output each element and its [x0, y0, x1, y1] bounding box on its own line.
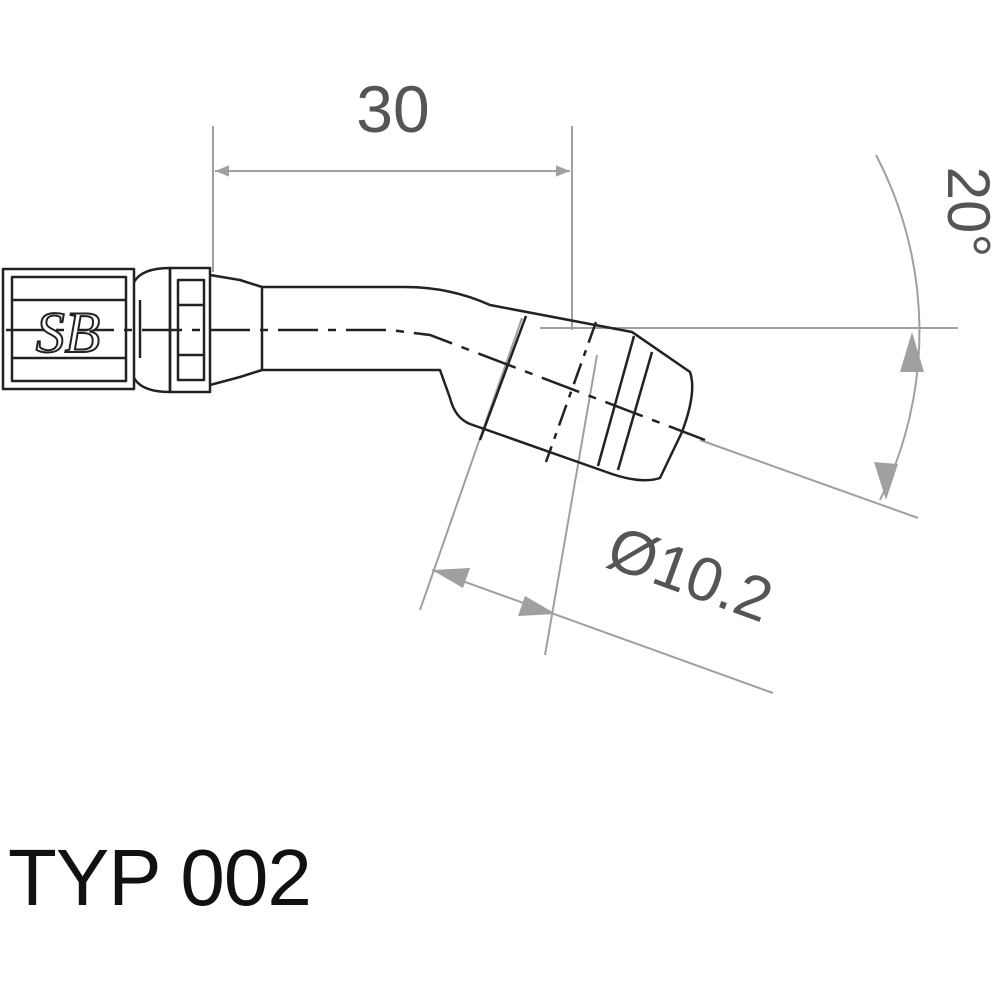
tube-inner-line: [616, 351, 654, 471]
sb-logo: SB: [35, 299, 101, 366]
tube-inner-line: [478, 315, 528, 441]
tube-inner-line: [596, 335, 636, 467]
angle-arrow-up: [900, 332, 924, 372]
taper: [209, 273, 264, 387]
diameter-dimension-value: Ø10.2: [599, 513, 781, 636]
reference-line-angled: [699, 439, 919, 519]
diameter-arrow-left: [432, 568, 470, 588]
sb-logo-text: SB: [36, 300, 100, 365]
dimension-lines: [212, 126, 958, 694]
angle-arrow-down: [874, 462, 898, 500]
hex-nut: [1, 267, 136, 391]
type-label: TYP 002: [8, 833, 312, 922]
diameter-extension-left: [419, 317, 523, 611]
diameter-arrow-right: [518, 596, 556, 616]
angle-dimension-arc: [875, 154, 921, 501]
diameter-extension-right: [544, 354, 598, 656]
bent-tube: [262, 285, 694, 482]
centerline-cross: [544, 321, 598, 463]
centerline: [6, 321, 706, 463]
angle-dimension-value: 20°: [935, 167, 1000, 258]
centerline-path: [6, 328, 706, 442]
banjo-fitting: [1, 266, 694, 482]
length-dimension-value: 30: [356, 72, 429, 146]
diameter-dimension-line: [431, 569, 774, 694]
